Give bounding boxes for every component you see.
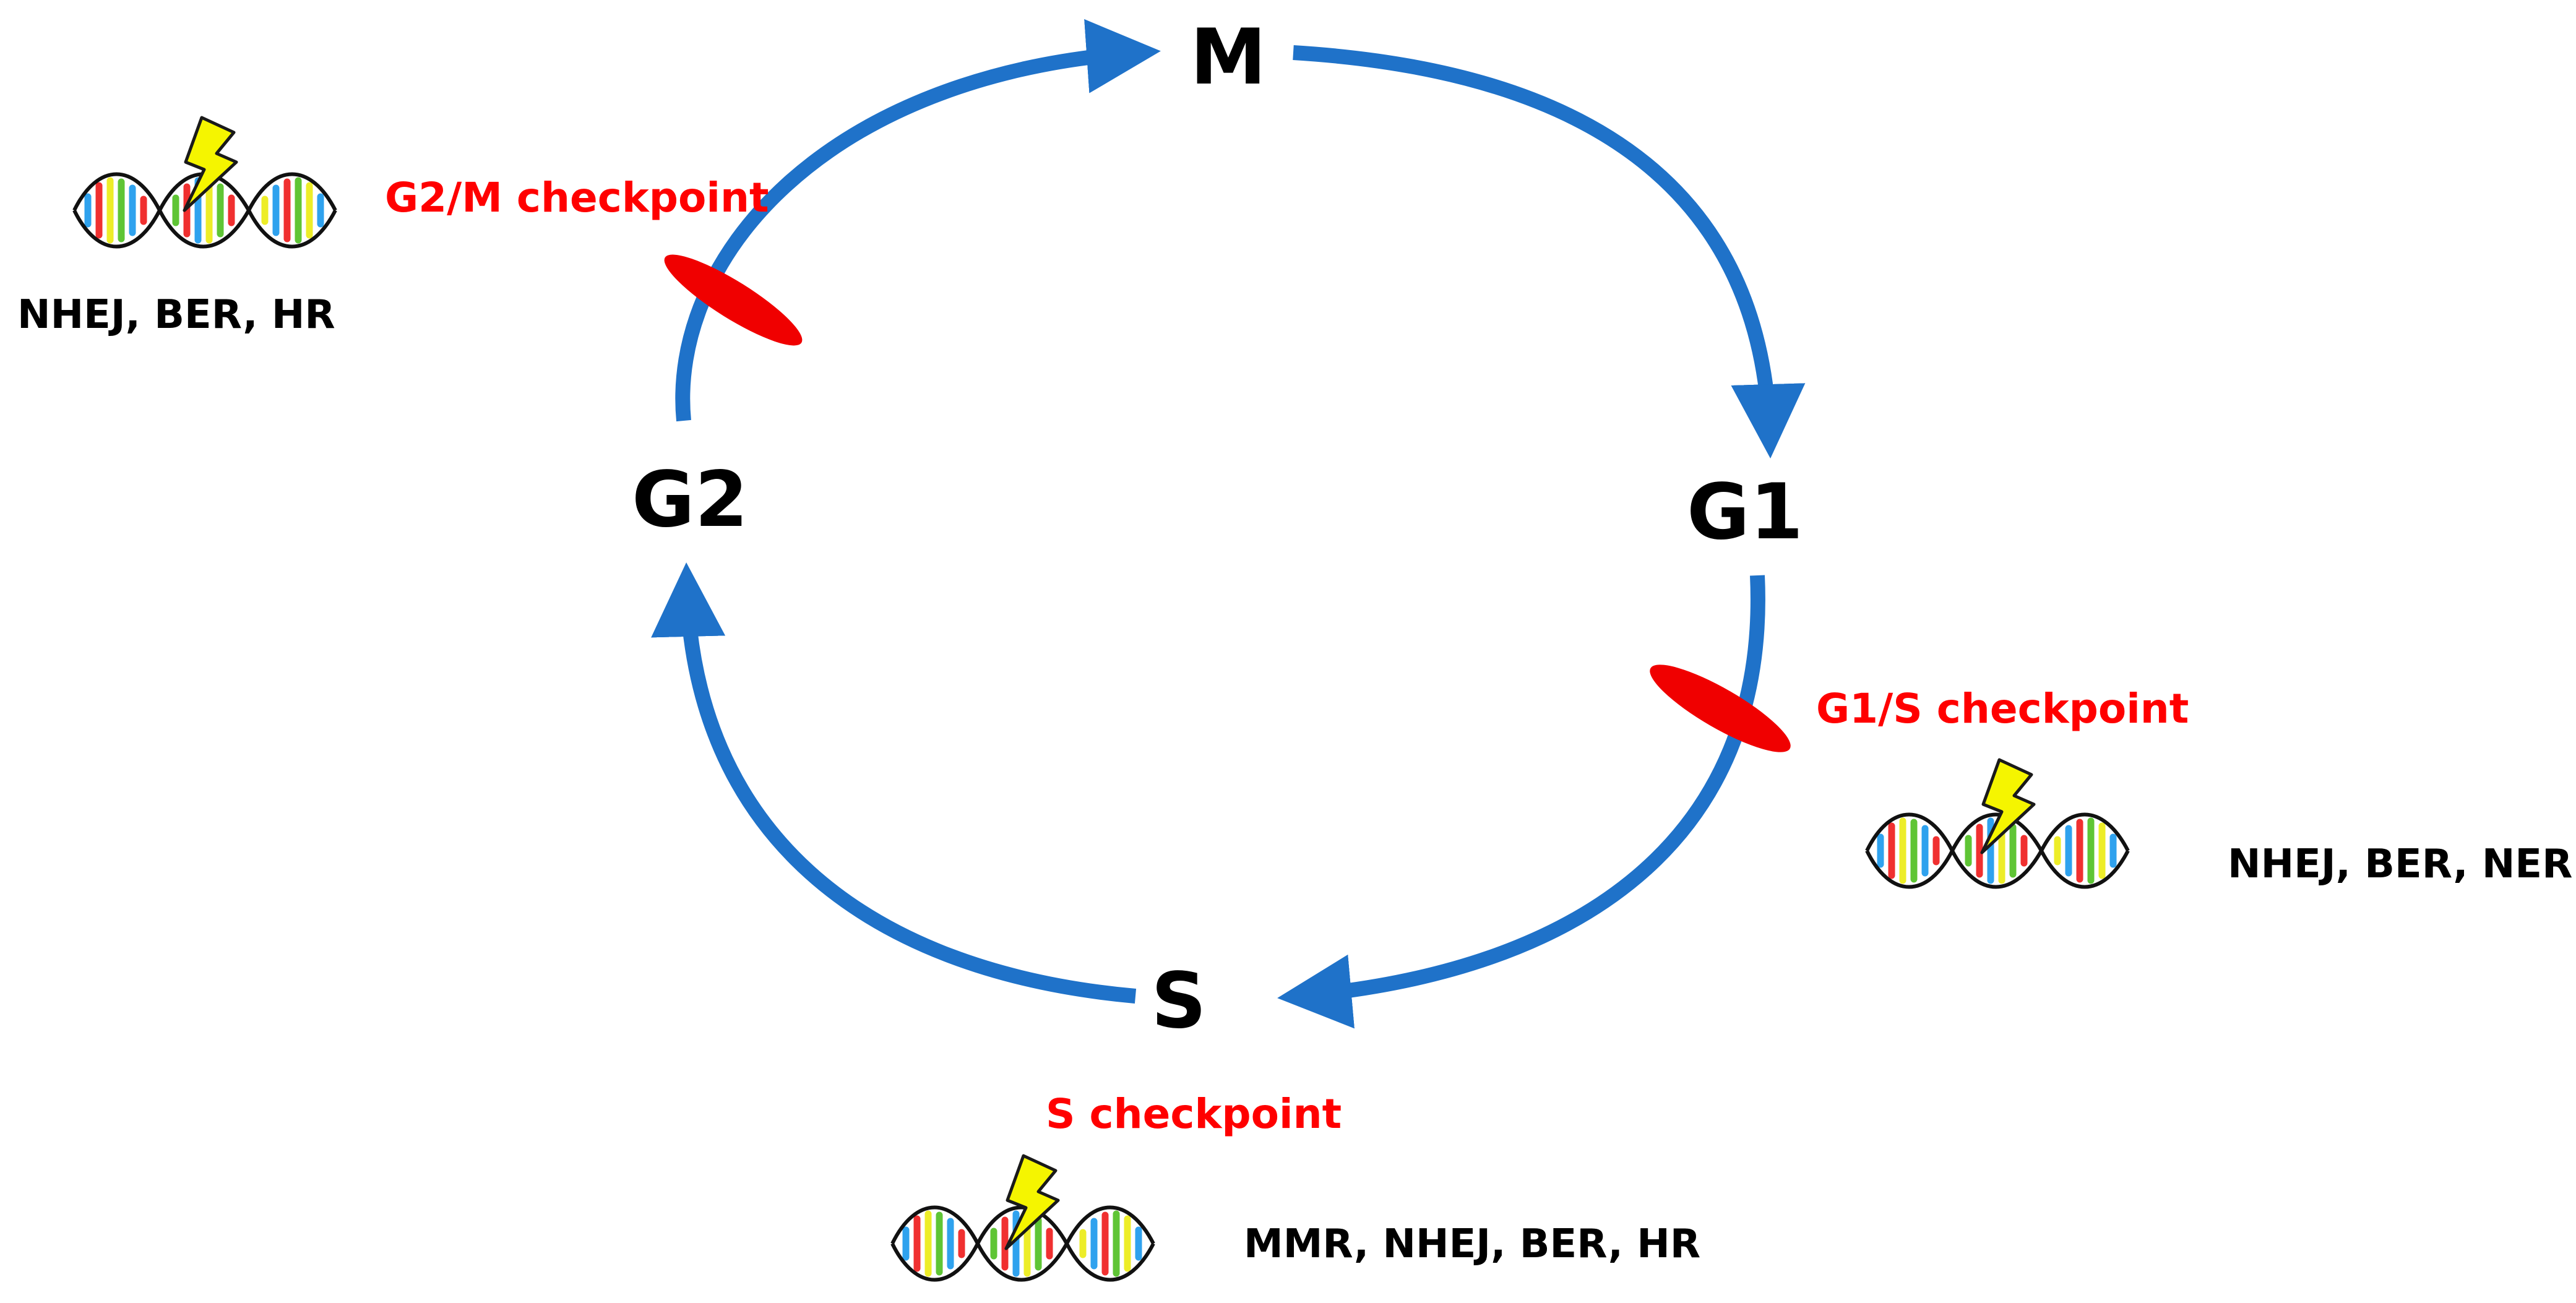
g1s-dna-damage-icon: [1867, 760, 2128, 887]
g2m-dna-damage-icon: [74, 118, 335, 247]
phase-label-s: S: [1151, 957, 1206, 1046]
g2m-repair-pathways: NHEJ, BER, HR: [17, 292, 335, 338]
phase-label-m: M: [1190, 13, 1266, 102]
g1s-checkpoint-label: G1/S checkpoint: [1816, 685, 2189, 733]
arrow-s-to-g2: [651, 562, 1137, 1004]
g1s-repair-pathways: NHEJ, BER, NER: [2228, 841, 2572, 887]
s-dna-damage-icon: [892, 1156, 1153, 1280]
arrow-g1-to-s: [1277, 575, 1765, 1029]
phase-label-g2: G2: [632, 455, 748, 544]
g2m-checkpoint-marker-icon: [664, 254, 803, 346]
arrow-m-to-g1: [1293, 45, 1806, 458]
g1s-checkpoint-marker-icon: [1650, 664, 1791, 752]
s-repair-pathways: MMR, NHEJ, BER, HR: [1244, 1221, 1700, 1267]
phase-label-g1: G1: [1687, 468, 1803, 557]
g2m-checkpoint-label: G2/M checkpoint: [385, 174, 769, 221]
s-checkpoint-label: S checkpoint: [1046, 1090, 1342, 1138]
cycle-arrows: [651, 19, 1806, 1029]
arrow-g2-to-m: [675, 19, 1161, 422]
